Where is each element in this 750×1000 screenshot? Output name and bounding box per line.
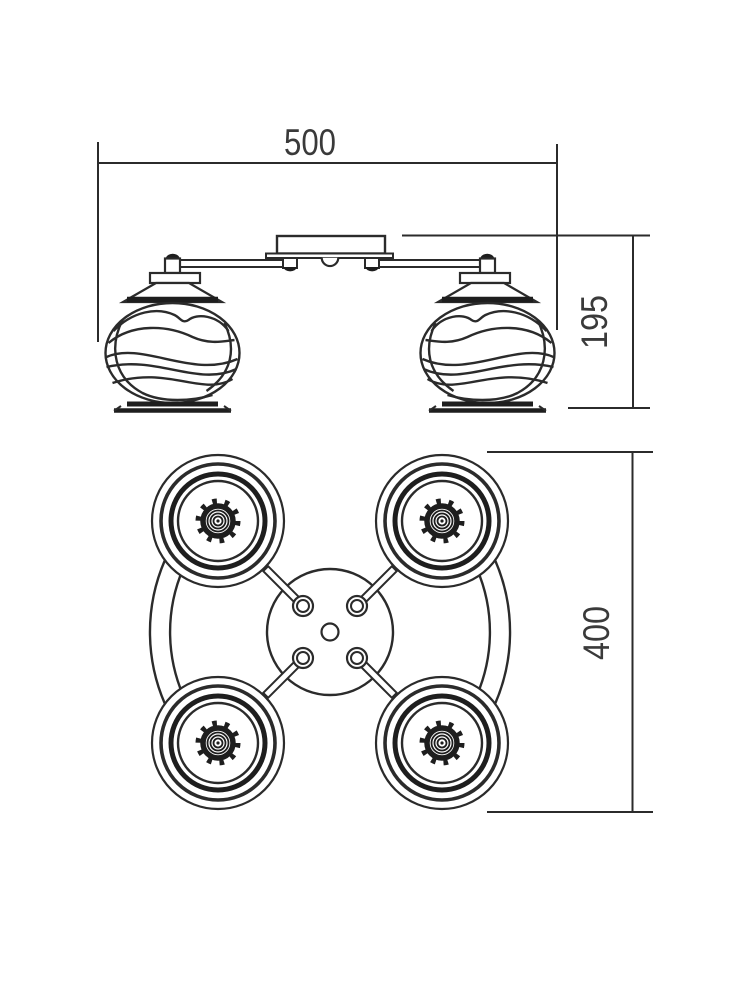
- canopy-center-knob: [320, 257, 340, 268]
- canopy-center-hole: [320, 622, 340, 642]
- height-dimension-label: 195: [574, 295, 615, 349]
- canopy-box: [275, 234, 387, 255]
- bottom-view: [148, 455, 512, 809]
- front-elevation-view: [106, 234, 555, 411]
- arm-front-right: [376, 259, 481, 268]
- lamp-unit-left: [106, 254, 240, 411]
- ceiling-canopy-front: [265, 234, 394, 272]
- dimension-height: 195: [402, 234, 650, 409]
- lamp-unit-right: [421, 254, 555, 411]
- diameter-dimension-label: 400: [576, 606, 617, 660]
- dimension-width: 500: [97, 122, 558, 342]
- canopy-tab-right: [364, 257, 380, 269]
- arm-front-left: [179, 259, 284, 268]
- arm-joints: [291, 594, 369, 670]
- canopy-tab-left: [282, 257, 298, 269]
- width-dimension-label: 500: [284, 122, 336, 163]
- dimension-diameter: 400: [487, 451, 653, 813]
